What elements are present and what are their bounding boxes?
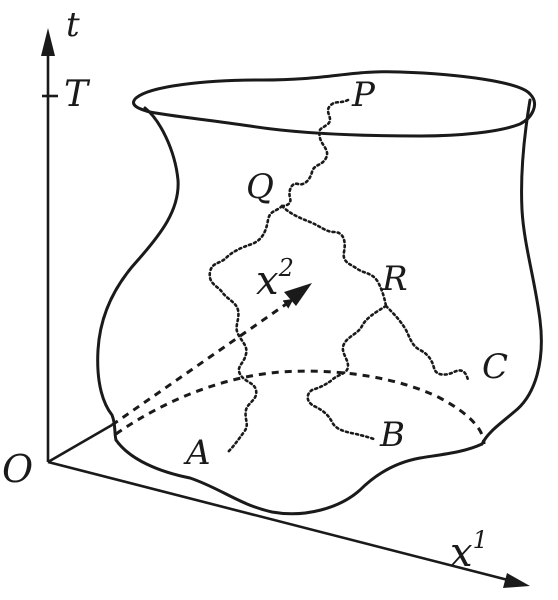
- label-x1: x1: [450, 526, 488, 576]
- label-T: T: [64, 74, 91, 115]
- path-R-to-B: [306, 304, 388, 442]
- cylinder-right-boundary: [480, 98, 543, 446]
- cylinder-bottom-back-dashed: [115, 369, 486, 445]
- path-Q-to-A: [208, 204, 284, 454]
- path-Q-to-R: [280, 204, 388, 308]
- label-A: A: [183, 433, 211, 473]
- label-Q: Q: [246, 167, 274, 207]
- label-t: t: [66, 5, 80, 45]
- path-P-to-Q: [280, 98, 350, 208]
- label-C: C: [482, 347, 508, 387]
- x1-axis-arrowhead: [503, 573, 530, 588]
- base-axis-link: [47, 423, 113, 464]
- cylinder-top-boundary: [132, 70, 536, 138]
- x2-axis-dashed: [111, 298, 294, 427]
- x1-axis: [47, 460, 509, 582]
- x2-axis-arrowhead: [284, 283, 312, 306]
- label-P: P: [351, 75, 376, 115]
- label-x2: x2: [256, 254, 294, 304]
- cylinder-left-boundary: [96, 106, 180, 442]
- label-x1-sup: 1: [473, 526, 488, 554]
- label-x1-base: x: [450, 530, 473, 576]
- label-O: O: [2, 447, 33, 491]
- path-R-to-C: [384, 304, 470, 382]
- label-B: B: [379, 415, 405, 455]
- label-x2-base: x: [256, 258, 279, 304]
- label-R: R: [381, 259, 408, 299]
- cylinder-bottom-front: [114, 438, 484, 516]
- t-axis-arrowhead: [41, 28, 55, 56]
- label-x2-sup: 2: [278, 254, 294, 282]
